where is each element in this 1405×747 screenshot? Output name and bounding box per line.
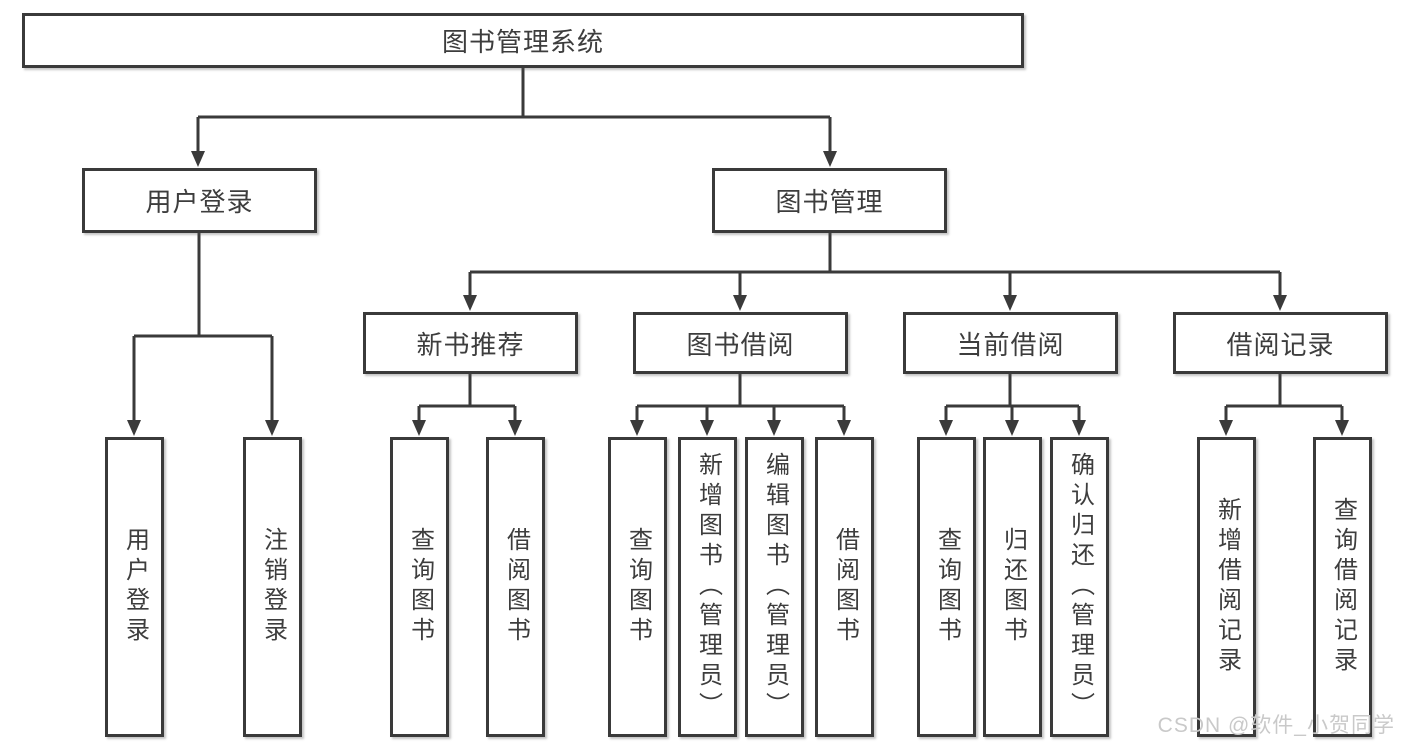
node-label: 编辑图书（管理员） — [761, 452, 789, 722]
leaf-confirm-return-admin: 确认归还（管理员） — [1050, 437, 1109, 737]
leaf-return-book: 归还图书 — [983, 437, 1042, 737]
node-label: 图书借阅 — [686, 329, 795, 360]
node-label: 查询图书 — [624, 527, 652, 647]
node-book-borrow: 图书借阅 — [633, 312, 848, 374]
leaf-add-book-admin: 新增图书（管理员） — [678, 437, 737, 737]
node-label: 新增借阅记录 — [1213, 497, 1241, 677]
node-book-management: 图书管理 — [712, 168, 947, 233]
node-label: 用户登录 — [121, 527, 149, 647]
node-user-login: 用户登录 — [82, 168, 317, 233]
csdn-watermark: CSDN @软件_小贺同学 — [1157, 714, 1395, 737]
leaf-query-books-recommend: 查询图书 — [390, 437, 449, 737]
node-current-borrow: 当前借阅 — [903, 312, 1118, 374]
node-label: 借阅图书 — [502, 527, 530, 647]
node-library-system: 图书管理系统 — [22, 13, 1024, 68]
node-label: 图书管理系统 — [441, 27, 604, 57]
leaf-logout: 注销登录 — [243, 437, 302, 737]
node-label: 图书管理 — [775, 187, 884, 217]
node-label: 借阅图书 — [831, 527, 859, 647]
leaf-edit-book-admin: 编辑图书（管理员） — [745, 437, 804, 737]
node-label: 查询图书 — [406, 527, 434, 647]
node-label: 查询借阅记录 — [1329, 497, 1357, 677]
node-label: 注销登录 — [259, 527, 287, 647]
node-label: 用户登录 — [145, 187, 254, 217]
leaf-query-books-current: 查询图书 — [917, 437, 976, 737]
leaf-borrow-books-borrow: 借阅图书 — [815, 437, 874, 737]
tree-edges — [132, 68, 1344, 423]
leaf-query-borrow-record: 查询借阅记录 — [1313, 437, 1372, 737]
node-label: 借阅记录 — [1226, 329, 1335, 360]
leaf-add-borrow-record: 新增借阅记录 — [1197, 437, 1256, 737]
node-borrow-records: 借阅记录 — [1173, 312, 1388, 374]
node-label: 新书推荐 — [416, 329, 525, 360]
leaf-borrow-books-recommend: 借阅图书 — [486, 437, 545, 737]
node-label: 新增图书（管理员） — [694, 452, 722, 722]
node-label: 查询图书 — [933, 527, 961, 647]
leaf-user-login: 用户登录 — [105, 437, 164, 737]
node-label: 归还图书 — [999, 527, 1027, 647]
leaf-query-books-borrow: 查询图书 — [608, 437, 667, 737]
node-label: 当前借阅 — [956, 329, 1065, 360]
node-label: 确认归还（管理员） — [1066, 452, 1094, 722]
node-new-book-recommend: 新书推荐 — [363, 312, 578, 374]
